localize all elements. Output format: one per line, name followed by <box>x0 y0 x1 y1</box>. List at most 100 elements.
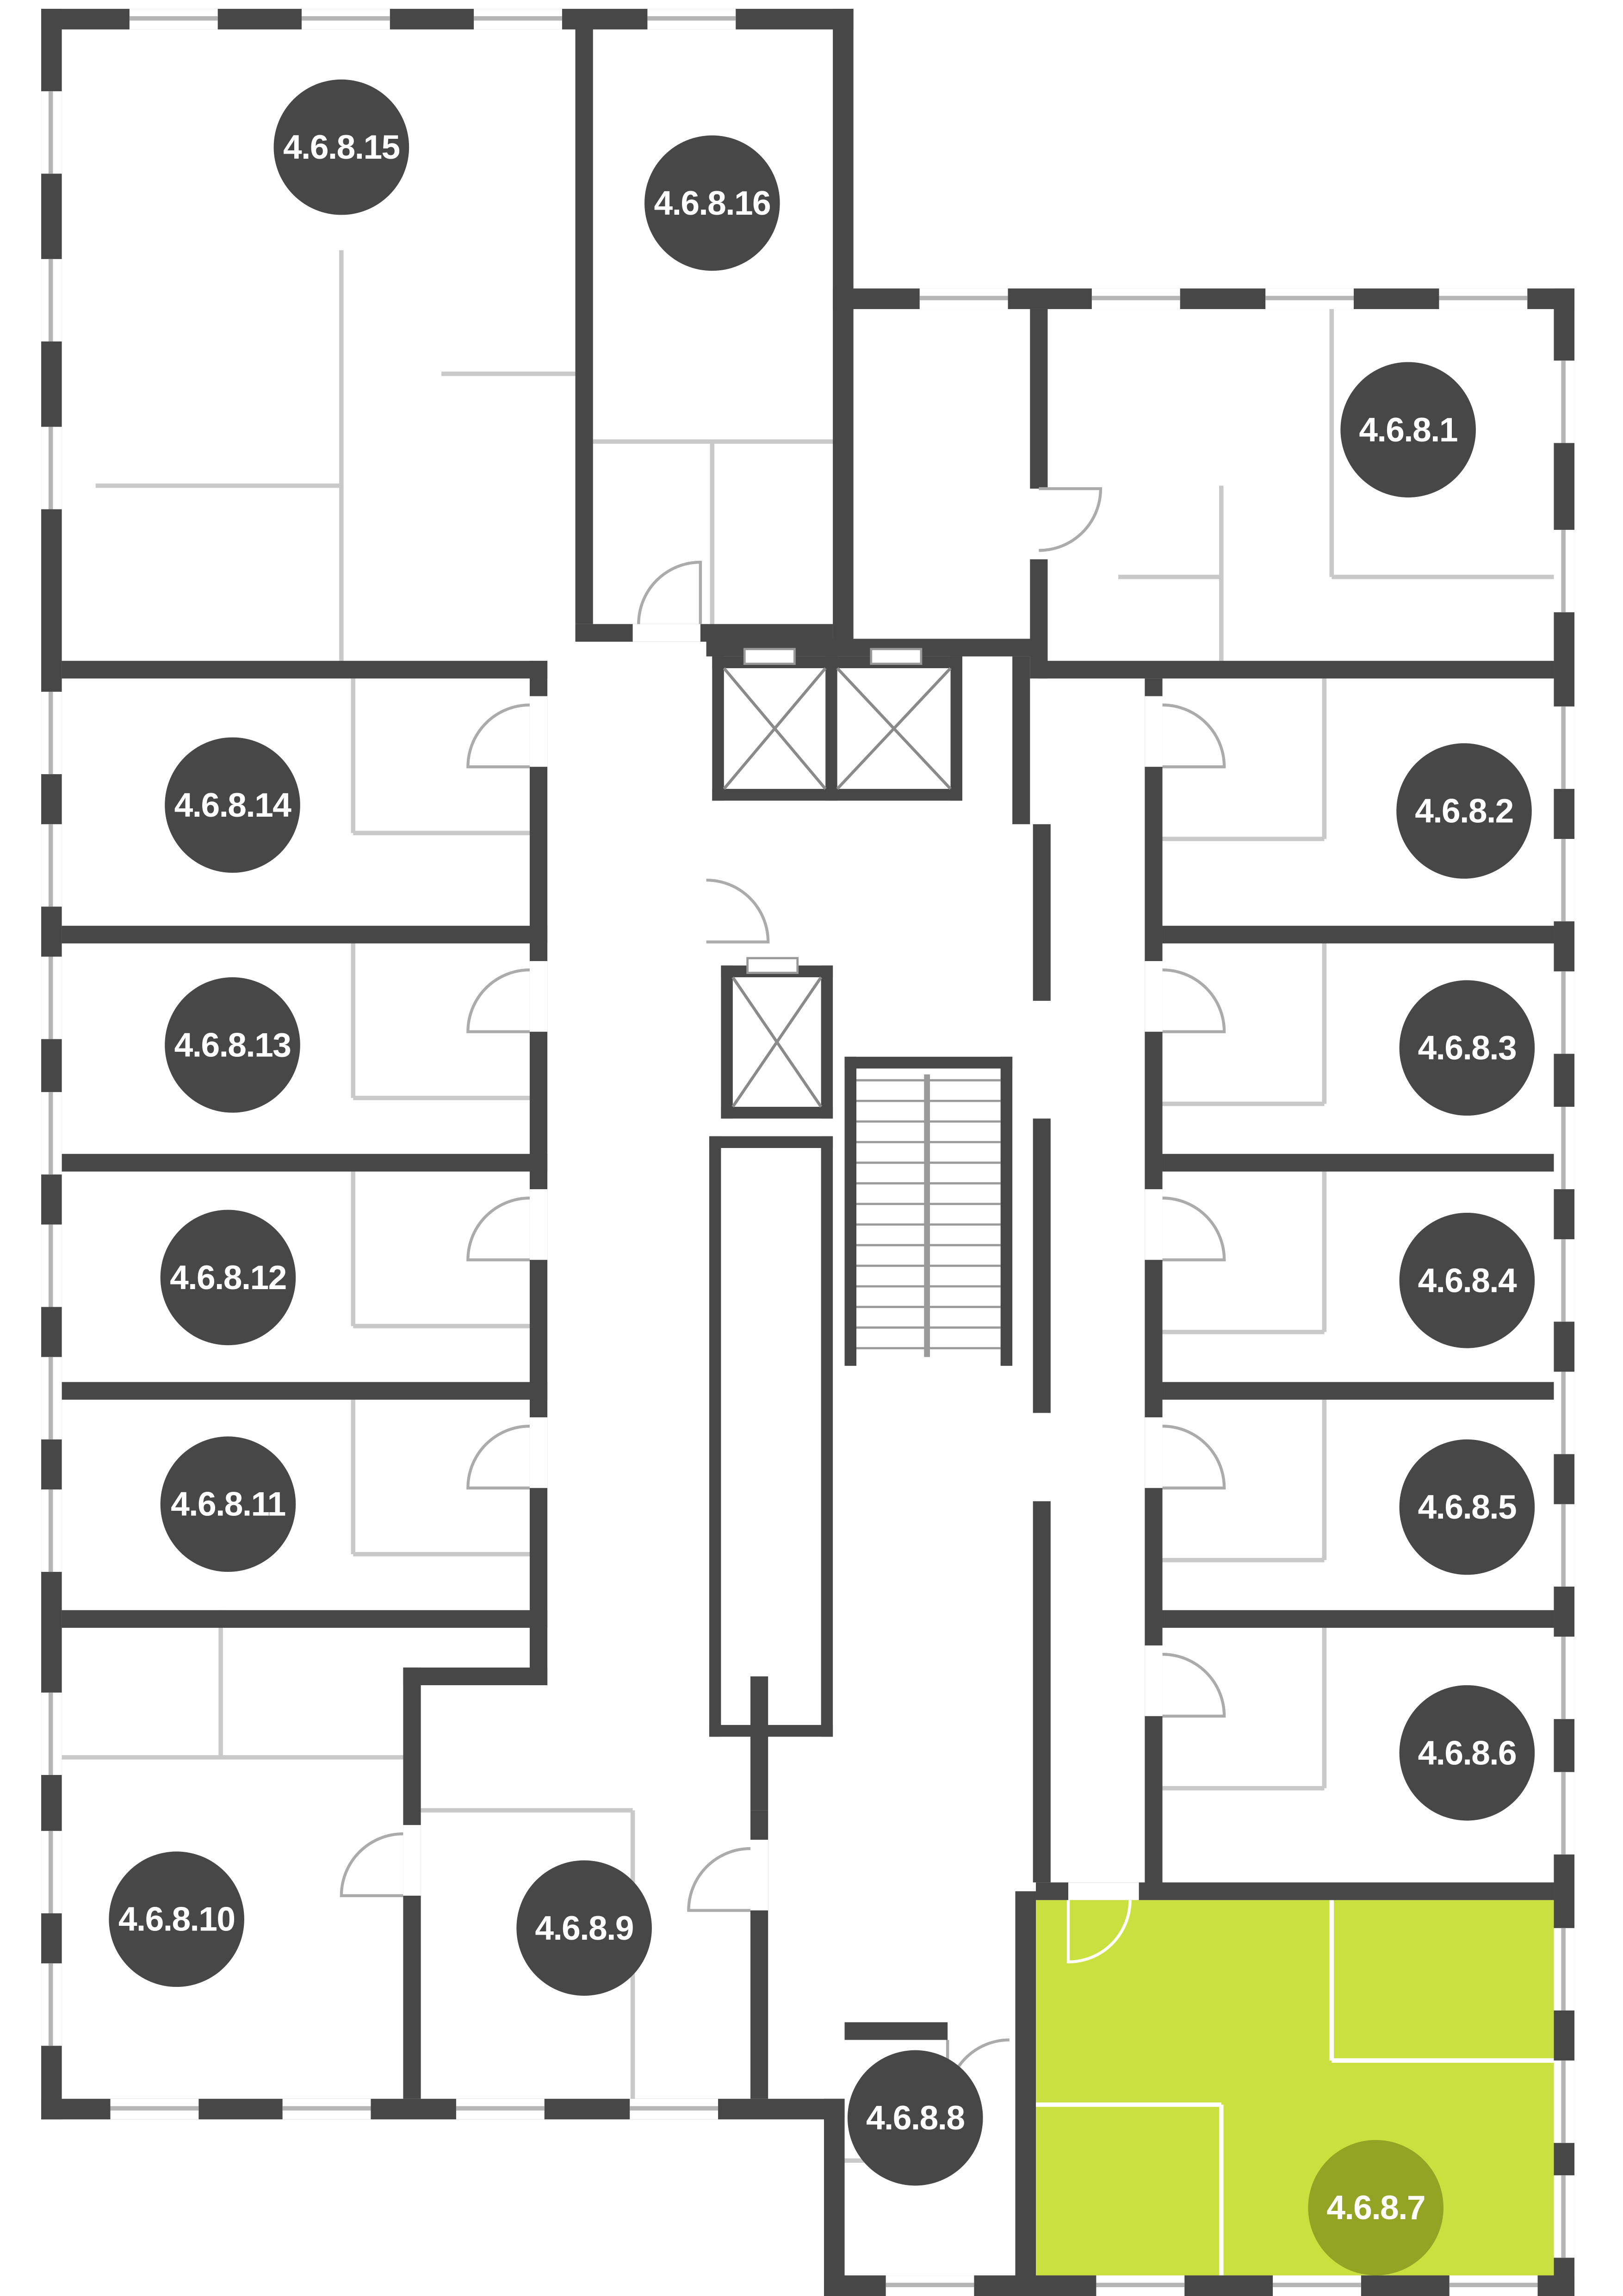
window-glazing <box>48 259 53 341</box>
core-wall <box>721 965 733 1119</box>
unit-badge-label: 4.6.8.5 <box>1418 1488 1517 1526</box>
core-wall <box>1000 1056 1013 1366</box>
unit-badge-label: 4.6.8.10 <box>118 1900 235 1938</box>
wall <box>62 925 548 943</box>
window-glazing <box>886 2283 974 2287</box>
window-glazing <box>48 1692 53 1775</box>
door-opening <box>1145 696 1163 767</box>
unit-badge-4.6.8.1[interactable]: 4.6.8.1 <box>1340 362 1476 498</box>
unit-badge-circle[interactable] <box>1399 980 1535 1116</box>
unit-badge-circle[interactable] <box>1396 743 1532 879</box>
core-wall <box>821 1136 833 1737</box>
core-wall <box>709 1136 721 1737</box>
door-swing-icon <box>1162 1653 1226 1718</box>
unit-badge-4.6.8.4[interactable]: 4.6.8.4 <box>1399 1212 1535 1348</box>
unit-badge-circle[interactable] <box>516 1860 652 1996</box>
wall <box>824 2098 845 2296</box>
window-glazing <box>48 1489 53 1572</box>
unit-badge-circle[interactable] <box>1399 1212 1535 1348</box>
unit-badge-4.6.8.3[interactable]: 4.6.8.3 <box>1399 980 1535 1116</box>
core-wall <box>709 1725 833 1737</box>
window-glazing <box>1561 1239 1566 1322</box>
window-glazing <box>48 824 53 907</box>
core-elevators-stairs <box>709 656 1013 1737</box>
core-wall <box>709 1136 833 1148</box>
wall <box>1162 1154 1554 1172</box>
unit-badge-circle[interactable] <box>847 2050 983 2186</box>
window-glazing <box>48 956 53 1039</box>
unit-badge-circle[interactable] <box>1399 1685 1535 1821</box>
wall <box>750 1676 768 1811</box>
unit-badge-4.6.8.2[interactable]: 4.6.8.2 <box>1396 743 1532 879</box>
unit-badge-label: 4.6.8.8 <box>866 2099 965 2137</box>
unit-badge-4.6.8.14[interactable]: 4.6.8.14 <box>165 737 300 873</box>
door-swing-icon <box>706 878 770 943</box>
window-glazing <box>48 1357 53 1440</box>
window-glazing <box>1273 2283 1361 2287</box>
unit-badge-circle[interactable] <box>1340 362 1476 498</box>
unit-badge-4.6.8.9[interactable]: 4.6.8.9 <box>516 1860 652 1996</box>
unit-badge-4.6.8.10[interactable]: 4.6.8.10 <box>109 1851 244 1987</box>
unit-badge-label: 4.6.8.9 <box>535 1909 633 1947</box>
unit-badge-4.6.8.8[interactable]: 4.6.8.8 <box>847 2050 983 2186</box>
window-glazing <box>630 2106 719 2111</box>
unit-badge-label: 4.6.8.2 <box>1415 792 1513 830</box>
unit-badge-4.6.8.6[interactable]: 4.6.8.6 <box>1399 1685 1535 1821</box>
core-wall <box>844 1056 1013 1069</box>
unit-badge-circle[interactable] <box>165 977 300 1113</box>
core-wall <box>844 1056 857 1366</box>
unit-badge-circle[interactable] <box>273 79 409 215</box>
unit-badge-4.6.8.16[interactable]: 4.6.8.16 <box>644 135 780 271</box>
elevator-x-icon <box>731 976 823 1108</box>
unit-badge-circle[interactable] <box>160 1210 296 1346</box>
window-glazing <box>48 427 53 509</box>
unit-badge-circle[interactable] <box>1308 2140 1443 2276</box>
door-opening <box>1145 1417 1163 1488</box>
stair-rail <box>924 1074 930 1357</box>
door-swing-icon <box>466 703 530 769</box>
window-glazing <box>919 296 1008 300</box>
unit-badge-label: 4.6.8.15 <box>283 128 400 166</box>
wall <box>529 661 548 1685</box>
door-swing-icon <box>1066 1900 1132 1964</box>
door-opening <box>1145 1645 1163 1716</box>
window-glazing <box>456 2106 545 2111</box>
window-glazing <box>1561 1371 1566 1454</box>
core-wall <box>950 656 962 801</box>
wall <box>62 1154 548 1172</box>
wall <box>833 309 854 642</box>
selected-unit-region[interactable] <box>1036 1900 1554 2276</box>
unit-badge-4.6.8.12[interactable]: 4.6.8.12 <box>160 1210 296 1346</box>
window-glazing <box>1091 296 1180 300</box>
elevator-x-icon <box>836 667 952 790</box>
unit-badge-4.6.8.13[interactable]: 4.6.8.13 <box>165 977 300 1113</box>
window-glazing <box>1561 1637 1566 1719</box>
window-glazing <box>1561 839 1566 922</box>
door-opening <box>529 696 548 767</box>
door-opening <box>403 1825 421 1896</box>
unit-badge-4.6.8.5[interactable]: 4.6.8.5 <box>1399 1439 1535 1575</box>
unit-badge-circle[interactable] <box>644 135 780 271</box>
unit-badge-4.6.8.15[interactable]: 4.6.8.15 <box>273 79 409 215</box>
unit-badge-4.6.8.11[interactable]: 4.6.8.11 <box>160 1436 296 1572</box>
unit-badge-circle[interactable] <box>160 1436 296 1572</box>
window-glazing <box>48 1092 53 1175</box>
window-glazing <box>48 91 53 174</box>
window-glazing <box>1561 1106 1566 1190</box>
window-glazing <box>1439 296 1528 300</box>
unit-badge-label: 4.6.8.7 <box>1326 2189 1425 2227</box>
unit-badge-4.6.8.7[interactable]: 4.6.8.7 <box>1308 2140 1443 2276</box>
unit-badge-circle[interactable] <box>109 1851 244 1987</box>
unit-badge-circle[interactable] <box>1399 1439 1535 1575</box>
window-glazing <box>1561 706 1566 789</box>
door-swing-icon <box>687 1847 751 1912</box>
wall <box>1162 1382 1554 1400</box>
wall <box>62 1610 548 1628</box>
door-swing-icon <box>340 1832 403 1898</box>
unit-4.6.8.7-area[interactable] <box>1036 1900 1554 2276</box>
window-glazing <box>301 16 390 21</box>
window-glazing <box>1561 1504 1566 1587</box>
unit-badge-circle[interactable] <box>165 737 300 873</box>
